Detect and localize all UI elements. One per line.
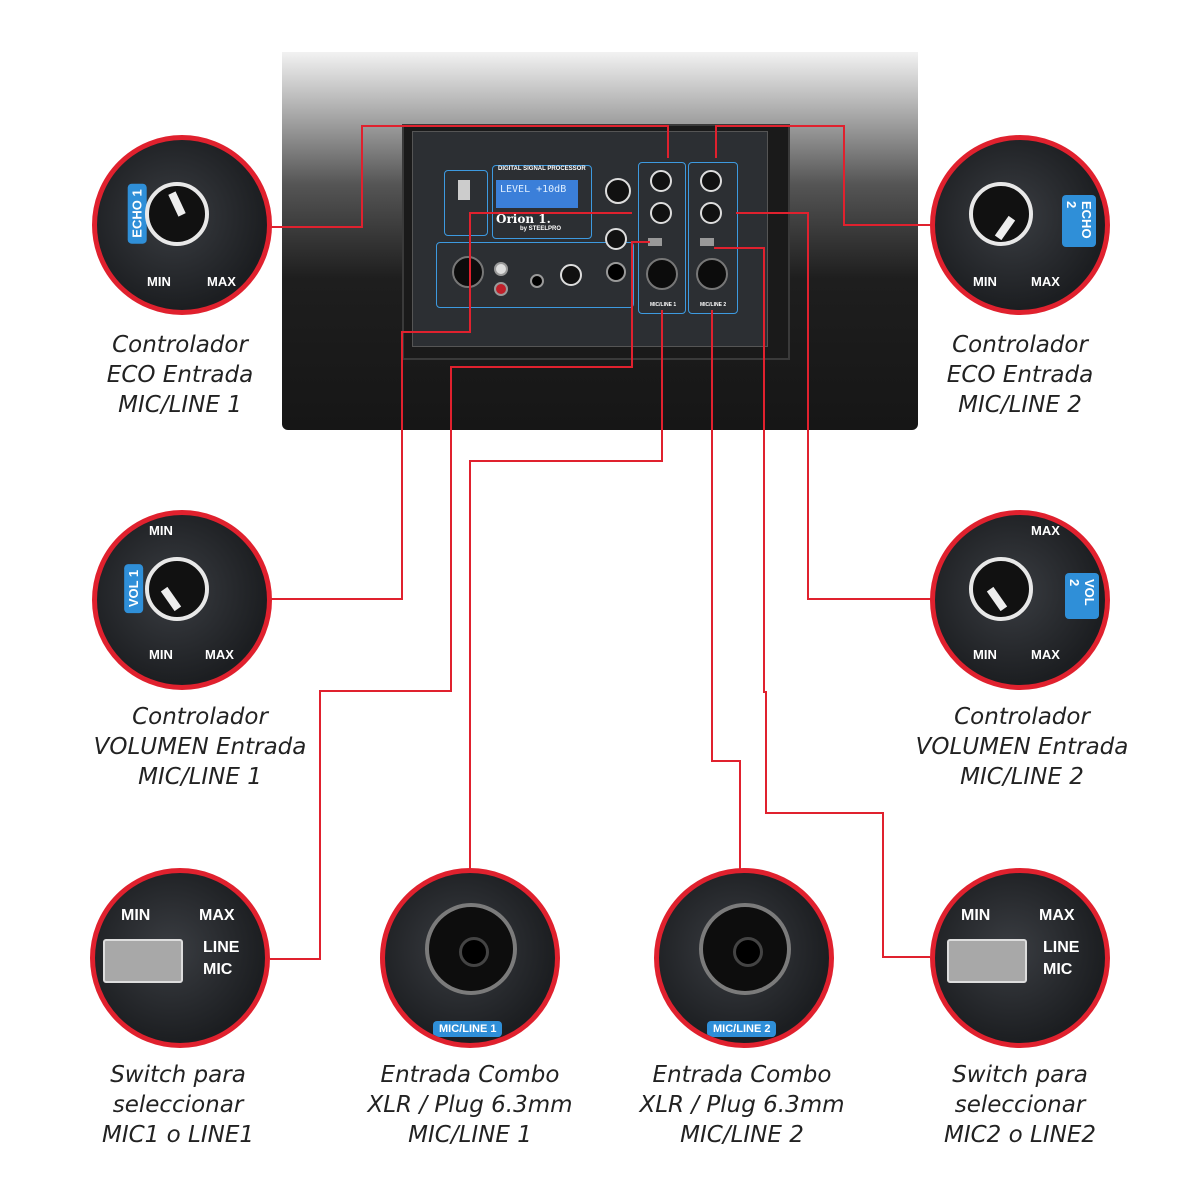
switch2-mic-label: MIC [1043, 961, 1073, 978]
echo2-knob [969, 182, 1033, 246]
vol2-knob [969, 557, 1033, 621]
combo1-xlr-jack [425, 903, 517, 995]
switch1-mini [648, 238, 662, 246]
echo2-min-label: MIN [973, 274, 997, 289]
switch1-max-label: MAX [199, 907, 235, 924]
vol2-min-label: MIN [973, 647, 997, 662]
rca-red [494, 282, 508, 296]
switch1-min-label: MIN [121, 907, 151, 924]
rca-white [494, 262, 508, 276]
echo1-min-label: MIN [147, 274, 171, 289]
switch2-caption: Switch para seleccionar MIC2 o LINE2 [944, 1062, 1096, 1148]
echo1-tab: ECHO 1 [127, 183, 147, 244]
mix-out-xlr [452, 256, 484, 288]
vol2-mini-knob [700, 202, 722, 224]
guitar-vol-knob [605, 228, 627, 250]
usb-port [458, 180, 470, 200]
vol1-caption: Controlador VOLUMEN Entrada MIC/LINE 1 [93, 704, 307, 790]
switch1-button [103, 939, 183, 983]
switch2-button [947, 939, 1027, 983]
leader-switch2 [714, 247, 930, 958]
vol2-caption: Controlador VOLUMEN Entrada MIC/LINE 2 [915, 704, 1129, 790]
echo1-zoom: ECHO 1 MIN MAX [92, 135, 272, 315]
leader-switch1 [270, 241, 650, 960]
echo2-tab: ECHO 2 [1062, 195, 1096, 247]
guitar-jack [606, 262, 626, 282]
vol2-max-top: MAX [1031, 523, 1060, 538]
vol2-max-label: MAX [1031, 647, 1060, 662]
leader-echo2 [715, 125, 930, 226]
leader-combo2 [711, 310, 741, 869]
combo2-tab: MIC/LINE 2 [707, 1021, 777, 1037]
vol1-mini-knob [650, 202, 672, 224]
dsp-label: DIGITAL SIGNAL PROCESSOR [498, 166, 586, 172]
echo1-knob [145, 182, 209, 246]
combo1-zoom: MIC/LINE 1 [380, 868, 560, 1048]
echo2-caption: Controlador ECO Entrada MIC/LINE 2 [946, 332, 1094, 418]
vol2-zoom: VOL 2 MAX MIN MAX [930, 510, 1110, 690]
dsp-section [492, 165, 592, 239]
leader-echo1 [268, 125, 669, 228]
vol1-zoom: VOL 1 MIN MIN MAX [92, 510, 272, 690]
combo2-caption: Entrada Combo XLR / Plug 6.3mm MIC/LINE … [639, 1062, 845, 1148]
vol1-max-label: MAX [205, 647, 234, 662]
echo2-max-label: MAX [1031, 274, 1060, 289]
echo1-caption: Controlador ECO Entrada MIC/LINE 1 [106, 332, 254, 418]
switch1-zoom: MIN MAX LINE MIC [90, 868, 270, 1048]
combo2-mini [696, 258, 728, 290]
usb-section [444, 170, 488, 236]
vol2-tab: VOL 2 [1065, 573, 1099, 619]
combo1-mini-label: MIC/LINE 1 [650, 302, 677, 308]
switch2-max-label: MAX [1039, 907, 1075, 924]
master-gain-knob [605, 178, 631, 204]
echo2-zoom: ECHO 2 MIN MAX [930, 135, 1110, 315]
line-vol-knob [560, 264, 582, 286]
aux-jack [530, 274, 544, 288]
echo2-mini-knob [700, 170, 722, 192]
switch1-mic-label: MIC [203, 961, 233, 978]
switch1-caption: Switch para seleccionar MIC1 o LINE1 [102, 1062, 254, 1148]
combo1-caption: Entrada Combo XLR / Plug 6.3mm MIC/LINE … [367, 1062, 573, 1148]
switch2-mini [700, 238, 714, 246]
combo2-zoom: MIC/LINE 2 [654, 868, 834, 1048]
echo1-max-label: MAX [207, 274, 236, 289]
vol1-min-label: MIN [149, 647, 173, 662]
io-section [436, 242, 634, 308]
switch1-line-label: LINE [203, 939, 240, 956]
combo2-mini-label: MIC/LINE 2 [700, 302, 727, 308]
brand-label: Orion 1. [496, 212, 551, 226]
combo1-mini [646, 258, 678, 290]
lcd-display: LEVEL +10dB [496, 180, 578, 208]
leader-combo1 [469, 310, 663, 869]
vol1-knob [145, 557, 209, 621]
echo1-mini-knob [650, 170, 672, 192]
vol1-min-top: MIN [149, 523, 173, 538]
vol1-tab: VOL 1 [124, 563, 144, 614]
brand-sub-label: by STEELPRO [520, 226, 562, 232]
leader-vol1 [270, 212, 632, 600]
switch2-line-label: LINE [1043, 939, 1080, 956]
switch2-zoom: MIN MAX LINE MIC [930, 868, 1110, 1048]
switch2-min-label: MIN [961, 907, 991, 924]
combo2-xlr-jack [699, 903, 791, 995]
combo1-tab: MIC/LINE 1 [433, 1021, 503, 1037]
leader-vol2 [736, 212, 932, 600]
